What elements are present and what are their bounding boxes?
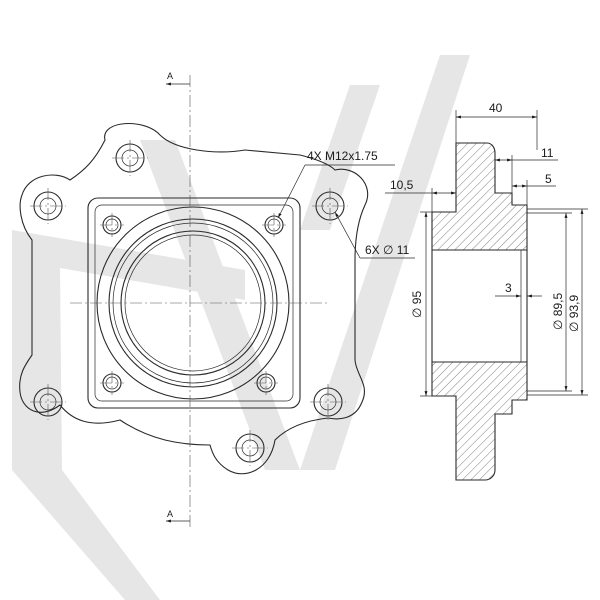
dim-dia-93-9-text: ∅ 93,9 [567,295,581,332]
thread-callout: 4X M12x1.75 [277,149,395,219]
dim-dia-93-9: ∅ 93,9 [527,208,588,396]
thread-hole-bl [100,371,124,395]
thread-hole-br [254,371,278,395]
section-upper-hatch [431,142,528,251]
front-view: A A 4X M12x1.75 6X ∅ 11 [19,71,415,530]
hole-lower-right [310,384,346,420]
dim-dia-89-5: ∅ 89,5 [527,212,572,392]
dim-5: 5 [512,172,556,205]
dim-40-text: 40 [489,101,503,115]
section-view: 40 11 5 10,5 3 [385,101,588,481]
hole-top [112,140,148,176]
hole-callout-text: 6X ∅ 11 [365,243,410,257]
flange-outline [19,123,369,475]
dim-5-text: 5 [545,172,552,186]
watermark-logo [12,55,470,600]
dim-dia-89-5-text: ∅ 89,5 [551,293,565,330]
dim-3: 3 [495,281,542,298]
section-lower-hatch [431,361,528,481]
thread-hole-tr [262,213,286,237]
hole-upper-left [30,188,66,224]
hole-lower-left [30,384,66,420]
hole-callout: 6X ∅ 11 [334,211,415,259]
hole-upper-right [312,188,348,224]
dim-10-5: 10,5 [385,178,456,212]
dim-dia-95: ∅ 95 [410,211,432,397]
section-marker-bottom: A [166,509,190,523]
dim-dia-95-text: ∅ 95 [410,291,424,318]
dim-10-5-text: 10,5 [390,178,414,192]
section-label-top: A [167,71,173,81]
section-marker-top: A [166,71,190,86]
thread-hole-tl [100,213,124,237]
dim-3-text: 3 [505,281,512,295]
section-label-bottom: A [167,509,173,519]
dim-11-text: 11 [541,146,554,160]
thread-callout-text: 4X M12x1.75 [307,149,378,163]
hole-bottom [232,430,268,466]
dim-40: 40 [455,101,538,150]
